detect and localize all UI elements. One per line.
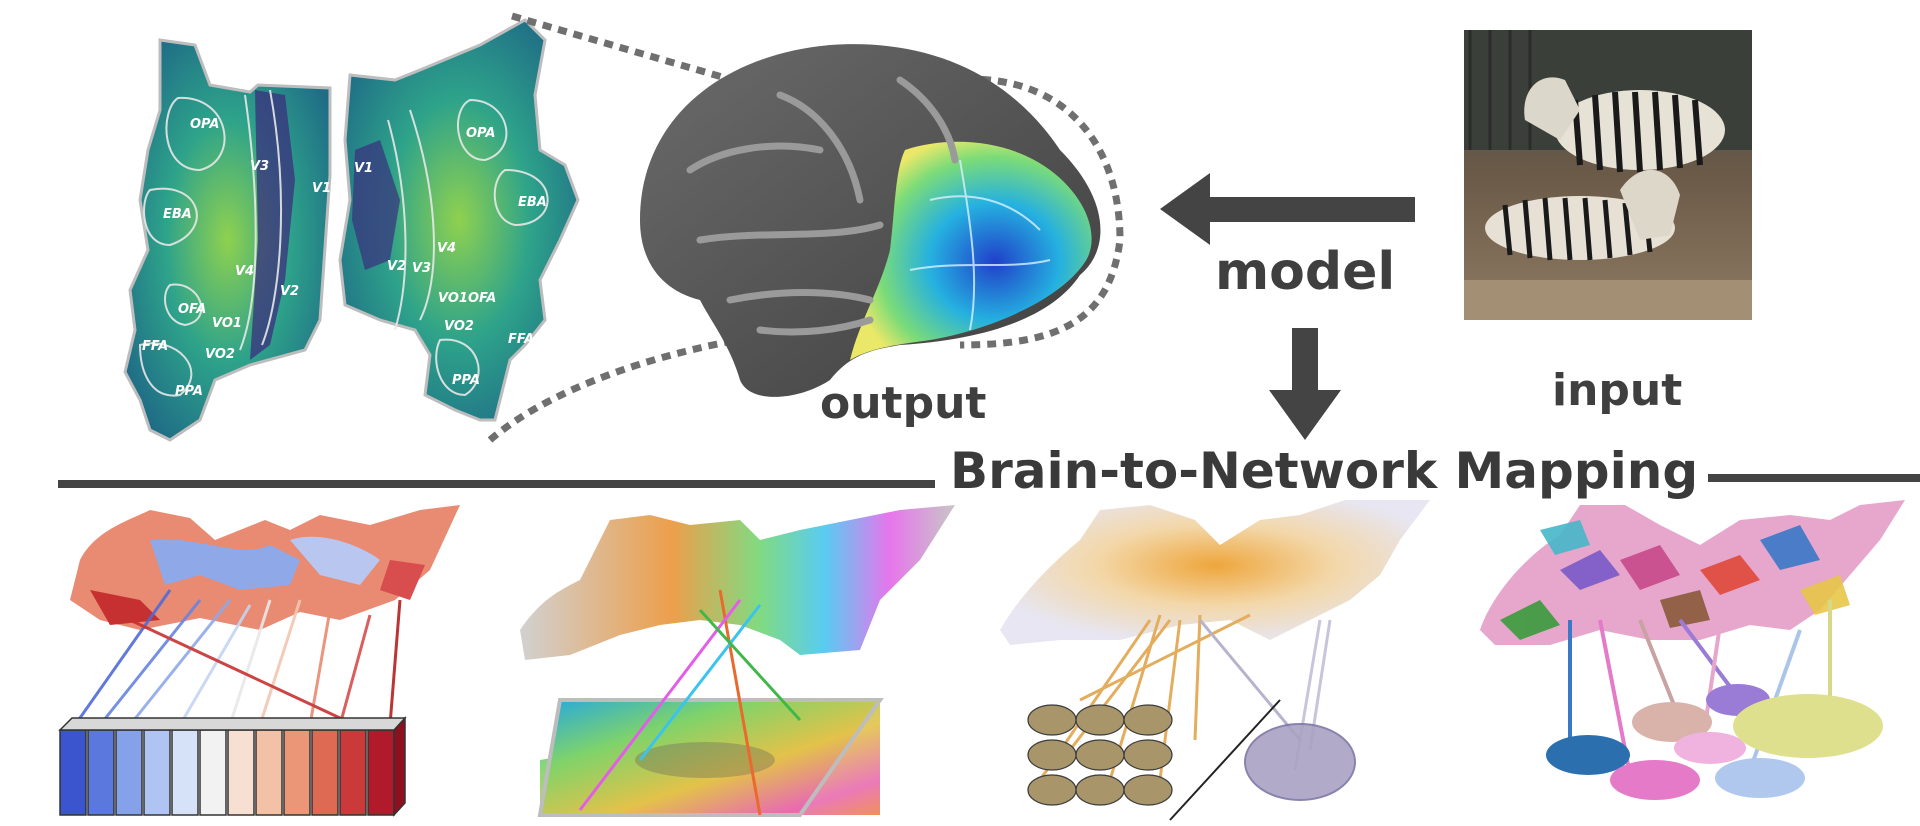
roi-label: V4 <box>235 264 254 279</box>
roi-label: OPA <box>190 117 219 132</box>
roi-label: OFA <box>178 302 206 317</box>
arrow-left-icon <box>1160 173 1415 245</box>
roi-label: EBA <box>518 195 547 210</box>
roi-label: OFA <box>468 291 496 306</box>
arrow-down-icon <box>1269 328 1341 440</box>
roi-label: V1 <box>354 161 373 176</box>
roi-label: V4 <box>437 241 456 256</box>
roi-label: V2 <box>387 259 406 274</box>
roi-label: VO1 <box>438 291 468 306</box>
flatmap-roi-labels-right: V1 OPA EBA V4 V2 V3 VO1 OFA VO2 FFA PPA … <box>312 126 547 388</box>
panel-pixel-mapping <box>520 505 955 817</box>
roi-label: EBA <box>163 207 192 222</box>
flatmap-right-hemisphere <box>338 18 580 422</box>
roi-label: FFA <box>508 332 534 347</box>
output-label: output <box>820 378 987 429</box>
roi-label: VO1 <box>212 316 242 331</box>
roi-label: V1 <box>312 181 331 196</box>
roi-label: VO2 <box>444 319 474 334</box>
brain-3d-surface <box>640 44 1101 397</box>
roi-label: V2 <box>280 284 299 299</box>
flatmap-roi-labels-left: OPA V3 EBA V4 V2 OFA VO1 FFA VO2 PPA <box>142 117 299 399</box>
panel-unit-mapping <box>58 505 460 817</box>
panel-feature-mapping <box>1000 500 1430 821</box>
input-label: input <box>1552 365 1683 416</box>
zoom-connector <box>487 12 1124 443</box>
roi-label: PPA <box>452 373 480 388</box>
input-zebra-photo <box>1464 30 1752 320</box>
roi-label: PPA <box>175 384 203 399</box>
roi-label: V3 <box>412 261 431 276</box>
roi-label: VO2 <box>205 347 235 362</box>
roi-label: V3 <box>250 159 269 174</box>
roi-label: FFA <box>142 339 168 354</box>
roi-label: OPA <box>466 126 495 141</box>
model-label: model <box>1215 242 1396 302</box>
panel-cluster-mapping <box>1480 500 1905 800</box>
section-title: Brain-to-Network Mapping <box>950 442 1699 500</box>
section-title-wrap: Brain-to-Network Mapping <box>940 442 1709 500</box>
flatmap-pair: OPA V3 EBA V4 V2 OFA VO1 FFA VO2 PPA V1 … <box>123 18 580 442</box>
